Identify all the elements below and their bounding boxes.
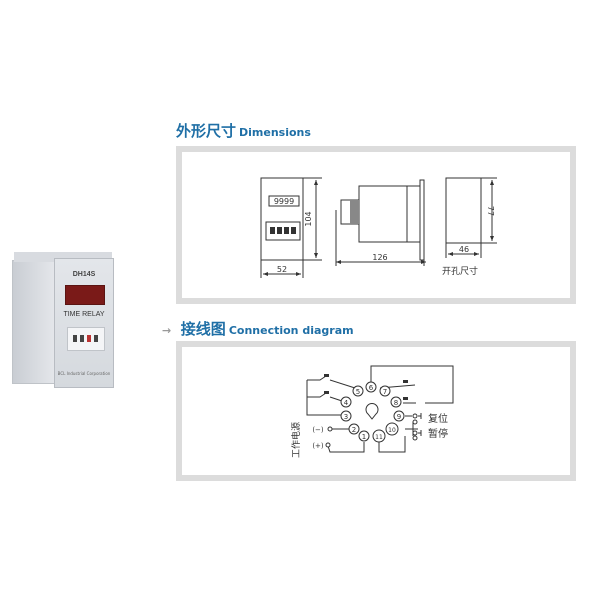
pin-6: 6 [369,384,374,392]
dimensions-panel [176,146,576,304]
pin-10: 10 [388,427,396,434]
connection-panel [176,341,576,481]
dimensions-title-cn: 外形尺寸 [176,122,237,140]
front-height-label: 104 [304,211,313,226]
front-width-label: 52 [277,265,287,274]
pin-1: 1 [362,433,366,441]
relay-face: DH14S TIME RELAY BCL Industrial Corporat… [54,258,114,388]
front-display-digits: 9999 [274,197,294,206]
pause-label: 暂停 [428,427,448,440]
relay-top [14,252,112,262]
connection-title-cn: 接线图 [180,320,226,338]
side-length-label: 126 [372,253,387,262]
cutout-caption: 开孔尺寸 [442,265,478,277]
relay-display [65,285,105,305]
cutout-width-label: 46 [459,245,469,254]
pin-2: 2 [352,426,356,434]
relay-model: DH14S [72,271,96,278]
relay-side [12,260,58,384]
power-label: 工作电源 [290,422,302,458]
cutout-height-label: 77 [486,206,495,216]
relay-maker: BCL Industrial Corporation [57,371,111,376]
connection-title-en: Connection diagram [228,324,354,337]
arrow-icon: → [162,324,172,337]
product-photo: DH14S TIME RELAY BCL Industrial Corporat… [12,252,114,392]
relay-dial-switch [67,327,105,351]
pin-3: 3 [344,413,348,421]
pin-5: 5 [356,388,360,396]
pin-11: 11 [375,434,383,441]
relay-label: TIME RELAY [63,311,105,318]
reset-label: 复位 [428,412,448,425]
minus-label: (−) [312,426,324,434]
pin-9: 9 [397,413,401,421]
dimensions-title-en: Dimensions [239,126,311,139]
pin-4: 4 [344,399,349,407]
plus-label: (+) [312,442,324,450]
pin-7: 7 [383,388,387,396]
pin-8: 8 [394,399,398,407]
